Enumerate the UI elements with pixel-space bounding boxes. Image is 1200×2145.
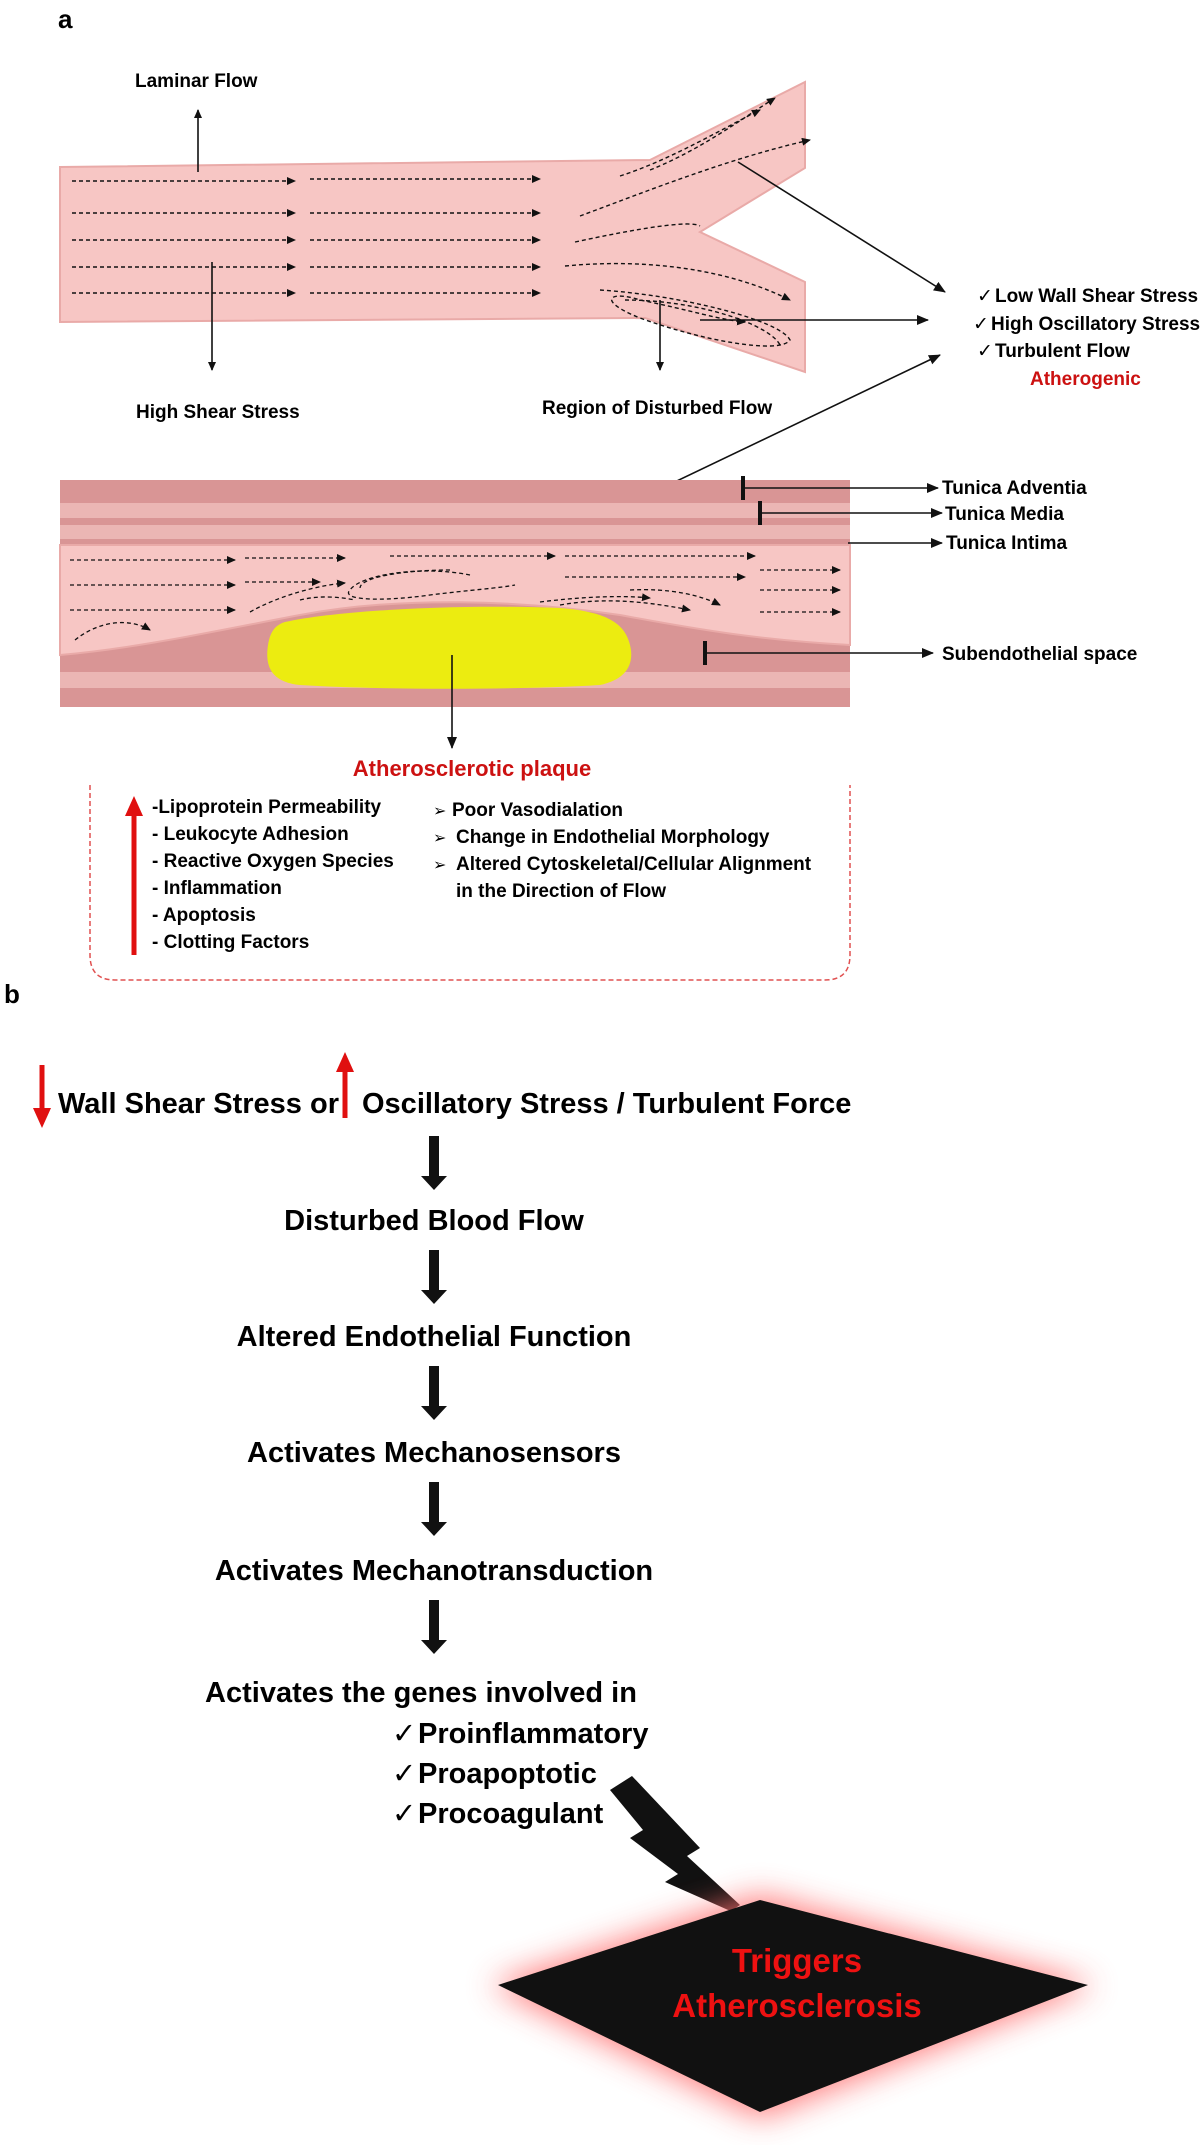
subendothelial-label: Subendothelial space: [942, 644, 1137, 665]
laminar-flow-label: Laminar Flow: [135, 71, 258, 92]
condition-item-1: Low Wall Shear Stress: [995, 286, 1198, 307]
effects-box: [89, 785, 851, 981]
gene-list: ✓ Proinflammatory ✓ Proapoptotic ✓ Proco…: [392, 1718, 648, 1830]
effect-item: -Lipoprotein Permeability: [152, 797, 382, 818]
condition-check-3: ✓: [977, 341, 993, 362]
tunica-intima-label: Tunica Intima: [946, 533, 1067, 554]
increased-effects-list: -Lipoprotein Permeability - Leukocyte Ad…: [152, 797, 394, 953]
flow-steps: Disturbed Blood Flow Altered Endothelial…: [205, 1205, 653, 1709]
disturbed-flow-curves: [564, 97, 811, 347]
effect-item: - Inflammation: [152, 878, 282, 899]
tunica-adventia-label: Tunica Adventia: [942, 478, 1087, 499]
step-genes: Activates the genes involved in: [205, 1677, 637, 1709]
gene-check: ✓: [392, 1758, 416, 1790]
other-effect-item: Altered Cytoskeletal/Cellular Alignment: [456, 854, 812, 875]
branching-vessel: [59, 80, 806, 374]
condition-check-2: ✓: [973, 314, 989, 335]
conditions-list: ✓ Low Wall Shear Stress ✓ High Oscillato…: [973, 286, 1200, 362]
lightning-bolt-icon: [610, 1776, 762, 1925]
artery-lumen: [59, 544, 851, 657]
layer-pointers: [703, 476, 943, 665]
layer-labels: Tunica Adventia Tunica Media Tunica Inti…: [942, 478, 1137, 665]
outcome-diamond: [498, 1900, 1088, 2112]
top-line-part2: Oscillatory Stress / Turbulent Force: [362, 1088, 851, 1120]
lumen-flow-arrows: [70, 552, 841, 641]
plaque-label: Atherosclerotic plaque: [353, 756, 591, 781]
outcome-line1: Triggers: [732, 1942, 862, 1979]
condition-check-1: ✓: [977, 286, 993, 307]
step-altered-endothelial: Altered Endothelial Function: [237, 1321, 632, 1353]
high-shear-stress-label: High Shear Stress: [136, 402, 300, 423]
other-effects-list: ➢ Poor Vasodialation ➢ Change in Endothe…: [433, 800, 812, 902]
effect-item: - Clotting Factors: [152, 932, 309, 953]
panel-a-letter: a: [58, 4, 73, 34]
panel-b-letter: b: [4, 979, 20, 1009]
condition-item-2: High Oscillatory Stress: [991, 314, 1200, 335]
outcome-line2: Atherosclerosis: [672, 1987, 921, 2024]
step-disturbed-flow: Disturbed Blood Flow: [284, 1205, 584, 1237]
step-arrows: [421, 1136, 447, 1654]
other-effect-item: in the Direction of Flow: [456, 881, 666, 902]
other-effect-item: Poor Vasodialation: [452, 800, 623, 821]
other-effect-item: Change in Endothelial Morphology: [456, 827, 770, 848]
plaque: [267, 606, 632, 689]
laminar-flow-arrows: [72, 175, 541, 297]
bullet-icon: ➢: [433, 857, 446, 874]
gene-item: Proinflammatory: [418, 1718, 648, 1750]
effect-item: - Leukocyte Adhesion: [152, 824, 349, 845]
gene-check: ✓: [392, 1798, 416, 1830]
gene-item: Procoagulant: [418, 1798, 604, 1830]
bullet-icon: ➢: [433, 830, 446, 847]
step-mechanotransduction: Activates Mechanotransduction: [215, 1555, 653, 1587]
condition-item-3: Turbulent Flow: [995, 341, 1130, 362]
step-mechanosensors: Activates Mechanosensors: [247, 1437, 621, 1469]
top-line-part1: Wall Shear Stress or: [58, 1088, 339, 1120]
effect-item: - Apoptosis: [152, 905, 256, 926]
gene-check: ✓: [392, 1718, 416, 1750]
atherogenic-label: Atherogenic: [1030, 369, 1141, 390]
effect-item: - Reactive Oxygen Species: [152, 851, 394, 872]
tunica-media-label: Tunica Media: [945, 504, 1064, 525]
bullet-icon: ➢: [433, 803, 446, 820]
gene-item: Proapoptotic: [418, 1758, 597, 1790]
region-disturbed-flow-label: Region of Disturbed Flow: [542, 398, 772, 419]
outcome-text: Triggers Atherosclerosis: [672, 1942, 921, 2024]
